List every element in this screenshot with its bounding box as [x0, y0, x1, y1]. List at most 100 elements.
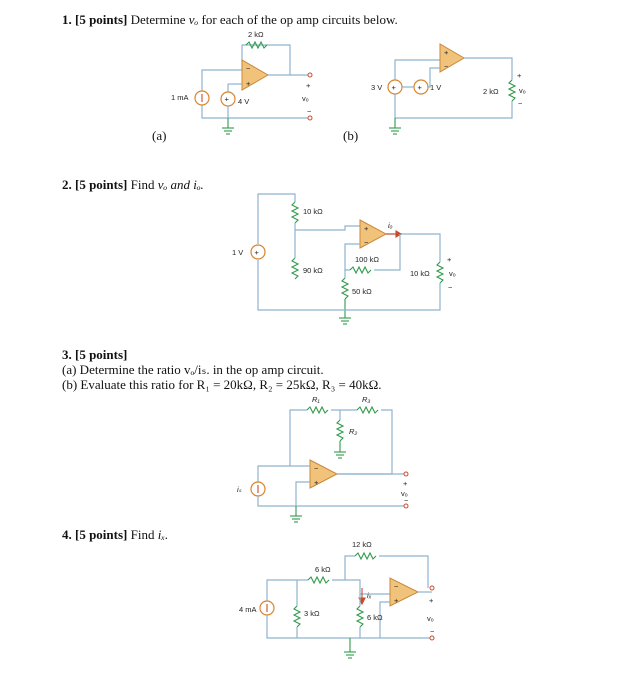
label-1v: 1 V: [430, 83, 441, 92]
label-is: iₛ: [237, 485, 242, 494]
q3-line-a: (a) Determine the ratio vₒ/iₛ. in the op…: [62, 362, 324, 377]
label-vo-q2: vₒ: [449, 269, 456, 278]
svg-text:+: +: [306, 81, 311, 90]
label-50k: 50 kΩ: [352, 287, 372, 296]
terminal-top-a: [307, 72, 313, 78]
q3-points: [5 points]: [75, 347, 128, 362]
svg-text:−: −: [307, 107, 312, 116]
label-4ma: 4 mA: [239, 605, 257, 614]
svg-text:−: −: [364, 238, 369, 247]
svg-text:+: +: [447, 255, 452, 264]
label-1ma: 1 mA: [171, 93, 189, 102]
resistor-10k-load: [435, 261, 445, 284]
svg-text:−: −: [444, 62, 449, 71]
svg-text:−: −: [448, 283, 453, 292]
label-r3: R₃: [362, 395, 370, 404]
q1-number: 1.: [62, 12, 72, 27]
circuit-4: 6 kΩ 12 kΩ − + iₓ 6 kΩ 3 kΩ 4 mA + vₒ −: [239, 540, 435, 659]
resistor-90k: [290, 257, 300, 280]
q3-line-b: (b) Evaluate this ratio for R₁ = 20kΩ, R…: [62, 377, 382, 392]
label-10k-load: 10 kΩ: [410, 269, 430, 278]
q2-rest: vₒ and iₒ.: [157, 177, 204, 192]
label-vo-q3: vₒ: [401, 489, 408, 498]
q3-number: 3.: [62, 347, 72, 362]
q1-label-a: (a): [152, 128, 167, 143]
resistor-6k-bottom: [355, 605, 365, 628]
q4-text: Find: [130, 527, 155, 542]
label-10k: 10 kΩ: [303, 207, 323, 216]
resistor-6k-top: [307, 575, 330, 585]
resistor-100k: [349, 265, 372, 275]
svg-text:+: +: [403, 479, 408, 488]
resistor-r2: [335, 419, 345, 442]
svg-text:−: −: [314, 464, 319, 473]
op-amp-a: [241, 59, 270, 91]
svg-text:−: −: [430, 627, 435, 636]
q2-points: [5 points]: [75, 177, 128, 192]
label-ix: iₓ: [367, 591, 372, 600]
svg-text:+: +: [364, 224, 369, 233]
resistor-12k: [354, 551, 377, 561]
voltage-source-1v-q2: [250, 244, 266, 260]
svg-text:−: −: [394, 582, 399, 591]
label-3k: 3 kΩ: [304, 609, 320, 618]
resistor-50k: [340, 277, 350, 300]
svg-text:+: +: [394, 596, 399, 605]
circuit-3: R₁ R₃ R₂ − + iₛ + vₒ −: [237, 395, 409, 523]
svg-text:−: −: [518, 99, 523, 108]
q4-number: 4.: [62, 527, 72, 542]
svg-text:−: −: [246, 64, 251, 73]
circuit-1a: 2 kΩ − + 1 mA + 4 V + vₒ −: [171, 30, 313, 135]
svg-text:−: −: [404, 496, 409, 505]
label-3v: 3 V: [371, 83, 382, 92]
label-r1: R₁: [312, 395, 320, 404]
label-io: iₒ: [388, 221, 393, 230]
svg-text:+: +: [246, 79, 251, 88]
label-2k-b: 2 kΩ: [483, 87, 499, 96]
label-vo-q4: vₒ: [427, 614, 434, 623]
label-vo-b: vₒ: [519, 86, 526, 95]
q1-points: [5 points]: [75, 12, 128, 27]
resistor-r3: [356, 405, 379, 415]
label-12k: 12 kΩ: [352, 540, 372, 549]
q4-points: [5 points]: [75, 527, 128, 542]
svg-text:+: +: [517, 71, 522, 80]
op-amp-2: [359, 219, 388, 249]
q1-label-b: (b): [343, 128, 359, 143]
svg-text:+: +: [429, 596, 434, 605]
label-2k: 2 kΩ: [248, 30, 264, 39]
label-90k: 90 kΩ: [303, 266, 323, 275]
svg-text:+: +: [392, 83, 397, 92]
resistor-10k: [290, 201, 300, 224]
q2-text: Find: [130, 177, 155, 192]
label-r2: R₂: [349, 427, 357, 436]
question-2: 2. [5 points] Find vₒ and iₒ.: [62, 177, 204, 193]
q1-text: Determine: [130, 12, 186, 27]
label-6k-top: 6 kΩ: [315, 565, 331, 574]
question-4: 4. [5 points] Find iₓ.: [62, 527, 168, 543]
label-vo-a: vₒ: [302, 94, 309, 103]
q1-rest: for each of the op amp circuits below.: [201, 12, 398, 27]
op-amp-3: [309, 459, 339, 489]
svg-text:+: +: [314, 478, 319, 487]
q2-number: 2.: [62, 177, 72, 192]
label-100k: 100 kΩ: [355, 255, 379, 264]
svg-text:+: +: [418, 83, 423, 92]
question-1: 1. [5 points] Determine vₒ for each of t…: [62, 12, 398, 28]
label-4v: 4 V: [238, 97, 249, 106]
circuit-1b: + − + + 3 V 1 V 2 kΩ + vₒ −: [371, 43, 526, 135]
question-3: 3. [5 points]: [62, 347, 127, 363]
resistor-2k-b: [507, 79, 517, 102]
q4-rest: iₓ.: [157, 527, 169, 542]
svg-text:+: +: [255, 248, 260, 257]
op-amp-b: [439, 43, 465, 73]
label-6k-bottom: 6 kΩ: [367, 613, 383, 622]
svg-text:+: +: [444, 48, 449, 57]
svg-text:+: +: [225, 95, 230, 104]
label-1v-q2: 1 V: [232, 248, 243, 257]
circuit-2: 10 kΩ 90 kΩ + − iₒ 100 kΩ 50 kΩ 10 kΩ + 1…: [232, 193, 456, 325]
resistor-r1: [306, 405, 329, 415]
q1-variable: vₒ: [188, 12, 199, 27]
resistor-3k: [292, 605, 302, 628]
